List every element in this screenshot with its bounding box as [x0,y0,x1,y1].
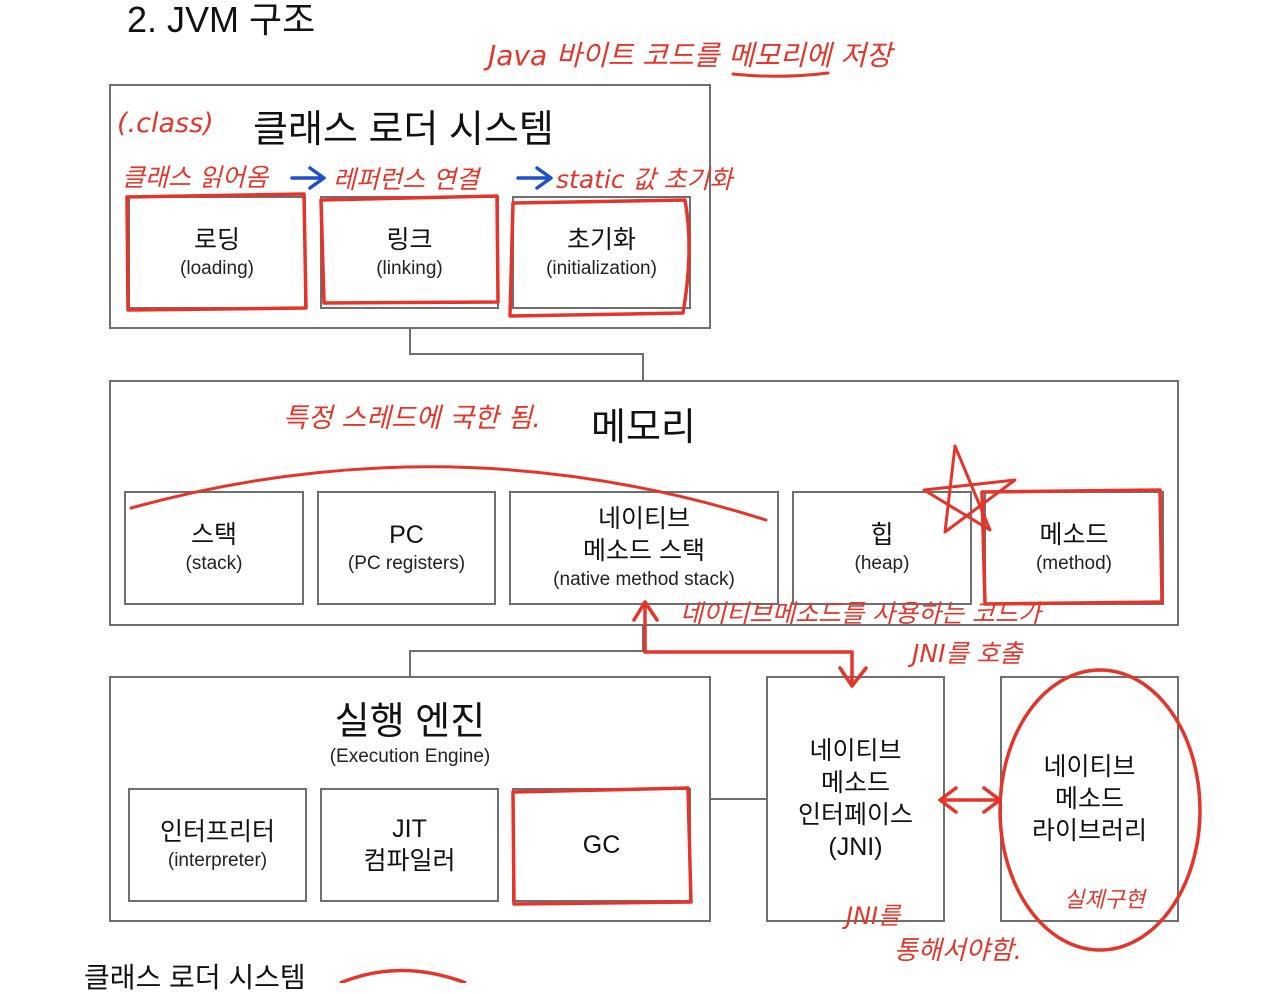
note-dot-class: (.class) [117,108,214,139]
native-stack-sub: (native method stack) [553,569,735,590]
loading-step: 로딩 (loading) [128,196,306,309]
native-stack-label-2: 메소드 스택 [583,537,705,565]
note-real-impl: 실제구현 [1064,888,1145,913]
page-heading: 2. JVM 구조 [127,0,316,40]
execution-engine-title: 실행 엔진 [334,701,486,743]
note-jni-via-2: 통해서야함. [894,936,1022,966]
native-library-line-3: 라이브러리 [1031,817,1147,845]
heap-label: 힙 [870,521,894,549]
loading-sub: (loading) [180,257,254,279]
jit-compiler-part: JIT 컴파일러 [320,788,499,902]
jni-line-2: 메소드 [820,769,890,797]
native-library-line-1: 네이티브 [1043,753,1136,781]
jni-block: 네이티브 메소드 인터페이스 (JNI) [766,676,945,922]
heap-sub: (heap) [854,553,910,574]
note-thread-scope: 특정 스레드에 국한 됨. [283,403,541,434]
jni-line-4: (JNI) [828,833,883,861]
note-native-call-2: JNI를 호출 [912,639,1023,668]
jit-label-2: 컴파일러 [363,847,456,875]
linking-step: 링크 (linking) [320,196,499,309]
pc-registers-area: PC (PC registers) [317,491,496,605]
note-java-bytecode: Java 바이트 코드를 메모리에 저장 [488,39,892,72]
method-label: 메소드 [1039,521,1109,549]
stack-label: 스택 [190,521,237,549]
bottom-cut-text: 클래스 로더 시스템 [84,962,306,993]
jni-line-3: 인터페이스 [797,801,913,829]
interpreter-sub: (interpreter) [167,850,268,871]
heap-area: 힙 (heap) [792,491,972,605]
native-library-line-2: 메소드 [1054,785,1124,813]
method-area: 메소드 (method) [984,491,1164,605]
note-native-call-1: 네이티브메소드를 사용하는 코드가 [680,599,1041,628]
interpreter-part: 인터프리터 (interpreter) [128,788,307,902]
initialization-label: 초기화 [566,225,636,254]
loading-label: 로딩 [193,225,240,254]
execution-engine-subtitle: (Execution Engine) [329,746,491,767]
class-loader-title: 클래스 로더 시스템 [253,109,554,151]
native-method-stack-area: 네이티브 메소드 스택 (native method stack) [509,491,779,605]
gc-part: GC [512,788,691,902]
jni-line-1: 네이티브 [809,737,902,765]
initialization-sub: (initialization) [546,257,657,279]
interpreter-label: 인터프리터 [159,818,275,846]
stack-area: 스택 (stack) [124,491,304,605]
linking-label: 링크 [386,225,433,254]
method-sub: (method) [1035,553,1113,574]
note-reference-link: 레퍼런스 연결 [333,165,479,194]
initialization-step: 초기화 (initialization) [512,196,691,309]
note-static-init: static 값 초기화 [556,165,733,194]
native-stack-label-1: 네이티브 [597,505,690,533]
jit-label-1: JIT [392,815,427,843]
note-read-class: 클래스 읽어옴 [122,163,268,192]
linking-sub: (linking) [376,257,443,279]
stack-sub: (stack) [185,553,243,574]
pc-sub: (PC registers) [347,553,466,574]
note-jni-via-1: JNI를 [846,902,901,930]
execution-engine-heading: 실행 엔진 (Execution Engine) [111,700,709,770]
pc-label: PC [389,521,424,549]
memory-title: 메모리 [591,407,696,449]
gc-label: GC [582,831,621,859]
